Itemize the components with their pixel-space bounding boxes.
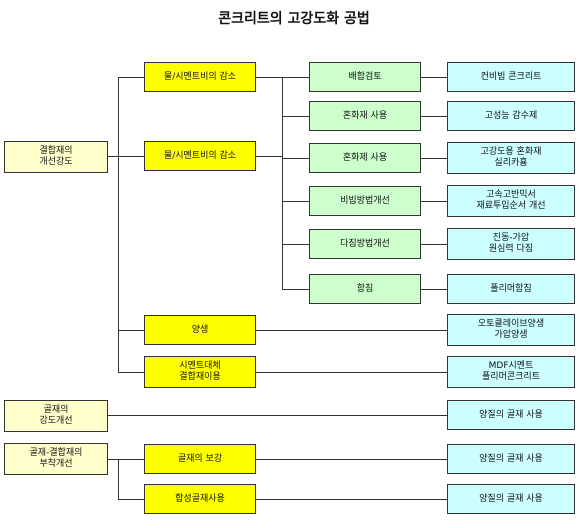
connector xyxy=(421,77,447,78)
connector xyxy=(282,244,309,245)
node-mixing-method: 비빔방법개선 xyxy=(309,186,421,216)
connector xyxy=(282,201,309,202)
connector xyxy=(282,77,283,289)
node-quality-aggregate-2: 양질의 골재 사용 xyxy=(447,444,575,474)
connector xyxy=(256,499,447,500)
connector xyxy=(421,158,447,159)
node-admixture-use-2: 혼화제 사용 xyxy=(309,143,421,173)
connector xyxy=(282,289,309,290)
node-admixture-use: 혼화재 사용 xyxy=(309,101,421,131)
node-vibration-compaction: 진동-가압 원심력 다짐 xyxy=(447,228,575,260)
diagram-title: 콘크리트의 고강도화 공법 xyxy=(218,11,370,27)
node-synthetic-aggregate: 합성골재사용 xyxy=(144,484,256,514)
node-polymer-impregnation: 폴리머함침 xyxy=(447,274,575,304)
connector xyxy=(282,116,309,117)
connector xyxy=(421,244,447,245)
node-low-slump-concrete: 컨비빔 콘크리트 xyxy=(447,62,575,92)
connector xyxy=(118,77,119,372)
node-impregnation: 함침 xyxy=(309,274,421,304)
connector xyxy=(256,372,447,373)
node-high-speed-mixer: 고속고반믹서 재료투입순서 개선 xyxy=(447,185,575,217)
node-binder-improvement: 결합재의 개선강도 xyxy=(4,141,108,173)
connector xyxy=(421,289,447,290)
connector xyxy=(108,459,144,460)
connector xyxy=(118,459,119,500)
node-curing: 양생 xyxy=(144,315,256,345)
node-autoclave-curing: 오토클레이브양생 가압양생 xyxy=(447,314,575,346)
connector xyxy=(256,77,282,78)
node-hp-water-reducer: 고성능 감수제 xyxy=(447,101,575,131)
connector xyxy=(256,330,447,331)
node-aggregate-binder-bond: 골재-결합재의 부착개선 xyxy=(4,443,108,475)
connector xyxy=(118,499,144,500)
connector xyxy=(118,77,144,78)
connector xyxy=(108,156,118,157)
connector xyxy=(118,330,144,331)
connector xyxy=(282,77,309,78)
connector xyxy=(256,156,282,157)
node-mdf-cement: MDF시멘트 폴리머콘크리트 xyxy=(447,356,575,388)
node-wc-ratio-reduction-1: 물/시멘트비의 감소 xyxy=(144,62,256,92)
connector xyxy=(108,415,447,416)
node-wc-ratio-reduction-2: 물/시멘트비의 감소 xyxy=(144,141,256,171)
connector xyxy=(421,201,447,202)
connector xyxy=(282,158,309,159)
node-compaction-method: 다짐방법개선 xyxy=(309,229,421,259)
connector xyxy=(118,156,144,157)
node-silica-fume: 고강도용 혼화재 실리카흄 xyxy=(447,142,575,174)
node-quality-aggregate-3: 양질의 골재 사용 xyxy=(447,484,575,514)
connector xyxy=(256,459,447,460)
connector xyxy=(118,372,144,373)
connector xyxy=(421,116,447,117)
node-quality-aggregate-1: 양질의 골재 사용 xyxy=(447,400,575,430)
node-mix-review: 배합검토 xyxy=(309,62,421,92)
node-aggregate-strength: 골재의 강도개선 xyxy=(4,400,108,432)
node-aggregate-reinforcement: 골재의 보강 xyxy=(144,444,256,474)
node-cement-replacement: 시멘트대체 결합재이용 xyxy=(144,356,256,388)
